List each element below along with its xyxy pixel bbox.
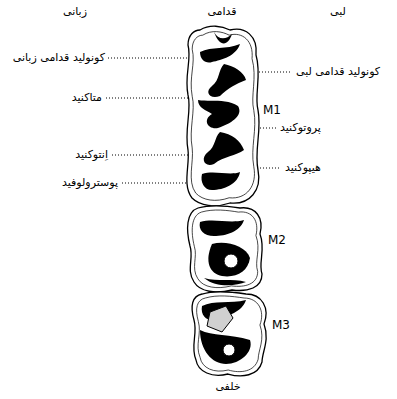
tooth-label: M1: [263, 103, 281, 117]
cusp-label: پوسترولوفید: [62, 176, 118, 190]
first-molar: [187, 26, 259, 206]
second-molar: [188, 206, 263, 292]
third-molar: [192, 292, 266, 376]
direction-label: خلفی: [215, 380, 240, 394]
cusp-label: هیپوکنید: [285, 161, 321, 175]
cusp-label: متاکنید: [72, 91, 102, 105]
cusp-label: اِنتوکنید: [75, 148, 108, 162]
tooth-label: M3: [272, 318, 290, 332]
cusp-label: کونولید قدامی لبی: [296, 65, 380, 79]
direction-label: قدامی: [207, 5, 236, 19]
direction-label: لبی: [330, 5, 346, 19]
tooth-label: M2: [268, 233, 286, 247]
cusp-label: پروتوکنید: [280, 121, 321, 135]
cusp-label: کونولید قدامی زبانی: [13, 51, 105, 65]
direction-label: زبانی: [63, 5, 87, 19]
